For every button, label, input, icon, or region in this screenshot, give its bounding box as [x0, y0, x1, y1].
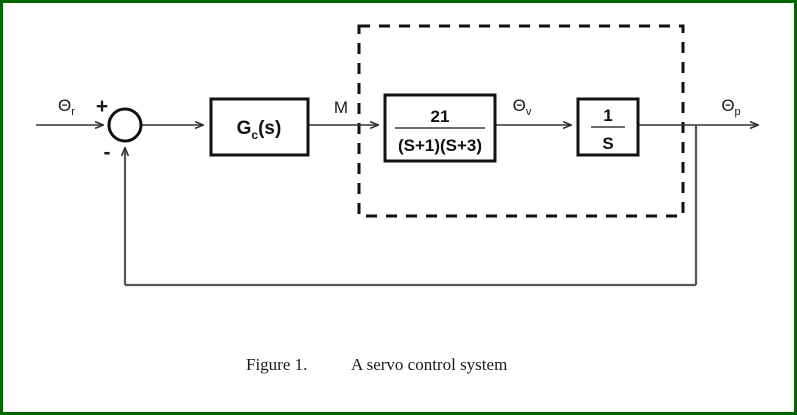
- controller-label: Gc(s): [237, 118, 282, 142]
- label-position-symbol: Θ: [721, 96, 734, 115]
- controller-label-main: G: [237, 118, 252, 139]
- dashed-enclosure: [357, 24, 685, 218]
- plant-numerator: 21: [431, 107, 450, 126]
- summing-negative-sign: -: [104, 141, 111, 164]
- label-velocity-symbol: Θ: [513, 96, 526, 115]
- label-reference-signal: Θr: [58, 96, 75, 118]
- label-reference-subscript: r: [71, 106, 75, 118]
- controller-label-tail: (s): [258, 118, 281, 139]
- label-reference-symbol: Θ: [58, 96, 71, 115]
- integrator-denominator: S: [602, 134, 613, 153]
- figure-caption-number: Figure 1.: [246, 355, 307, 374]
- summing-junction: [107, 107, 143, 143]
- controller-block: [209, 97, 310, 157]
- integrator-numerator: 1: [603, 106, 612, 125]
- label-controller-output-signal: M: [334, 98, 348, 117]
- label-position-subscript: p: [735, 106, 741, 118]
- label-velocity-subscript: v: [526, 106, 532, 118]
- integrator-block: [576, 97, 640, 157]
- label-velocity-signal: Θv: [513, 96, 532, 118]
- label-position-signal: Θp: [721, 96, 740, 118]
- figure-caption-title: A servo control system: [351, 355, 507, 374]
- block-diagram-canvas: Θr + - Gc(s) M 21 (S+1)(S+3) Θv 1 S Θp F…: [36, 24, 797, 374]
- summing-positive-sign: +: [96, 95, 108, 118]
- controller-label-subscript: c: [251, 128, 258, 142]
- plant-denominator: (S+1)(S+3): [398, 136, 482, 155]
